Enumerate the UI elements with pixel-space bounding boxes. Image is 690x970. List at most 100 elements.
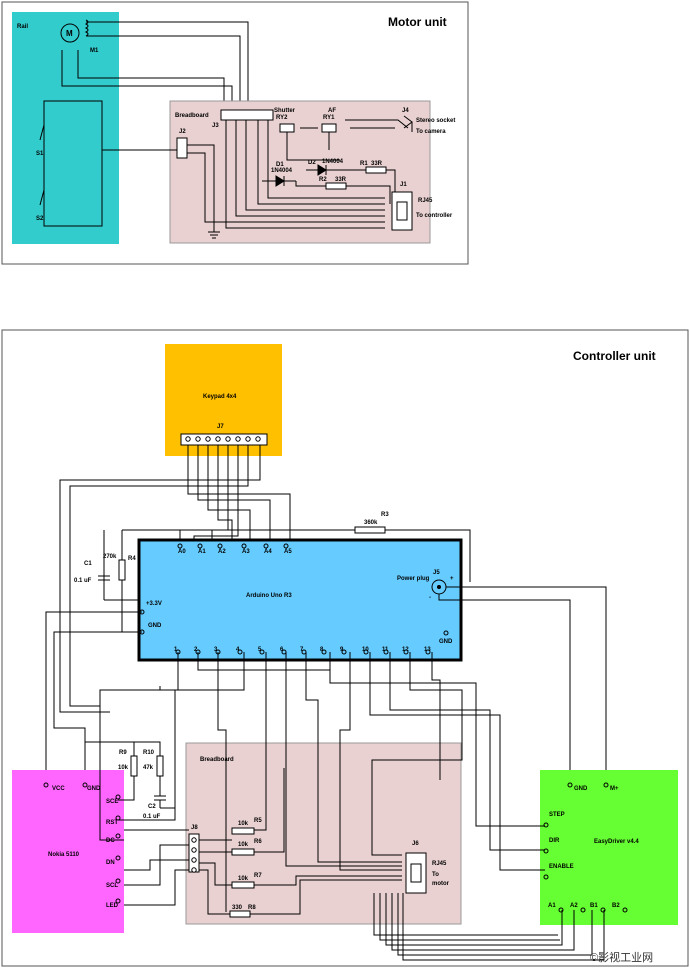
- analog-pin-a4: [263, 543, 269, 549]
- ground-symbol: [208, 231, 220, 239]
- easydriver-label: EasyDriver v4.4: [594, 839, 639, 845]
- digital-pin-11: [383, 649, 389, 655]
- j3-wire-4: [257, 120, 385, 205]
- j5-jack-center: [437, 585, 441, 589]
- arduino-gnd-right-label: GND: [439, 639, 453, 645]
- j7-label: J7: [217, 424, 224, 430]
- nokia-pin-label-led: LED: [106, 903, 119, 909]
- digital-pin-13: [425, 649, 431, 655]
- r4-resistor: [118, 559, 126, 581]
- j5-plus: +: [450, 576, 454, 582]
- motor-symbol-letter: M: [66, 29, 73, 38]
- cu-breadboard-label: Breadboard: [200, 757, 234, 763]
- r1-resistor: [365, 166, 387, 174]
- arduino-gnd-right-pin: [443, 630, 449, 636]
- j6-label: J6: [412, 841, 419, 847]
- d2-symbol: [306, 164, 345, 176]
- motor-coil: [84, 19, 89, 37]
- c1-capacitor: [98, 575, 110, 581]
- r7-resistor: [231, 881, 255, 889]
- r1-value: 33R: [371, 161, 383, 167]
- switch-s2: [39, 189, 45, 206]
- analog-pin-a2: [217, 543, 223, 549]
- j6-rj45-label: RJ45: [432, 861, 447, 867]
- nokia-pin-label-scl: SCL: [106, 883, 118, 889]
- digital-pin-8: [321, 649, 327, 655]
- r6-value: 10k: [238, 842, 249, 848]
- j8-label: J8: [191, 825, 198, 831]
- j3-wire-5: [267, 120, 385, 199]
- shutter-label: Shutter: [274, 108, 296, 114]
- r4-label: R4: [128, 556, 136, 562]
- arduino-board: [137, 538, 463, 662]
- r1-label: R1: [360, 161, 368, 167]
- mu-breadboard: [169, 100, 431, 244]
- switch-s1-label: S1: [36, 151, 44, 157]
- power-plug-label: Power plug: [397, 576, 430, 582]
- r8-label: R8: [248, 905, 256, 911]
- j6-rj45-inner: [410, 863, 422, 883]
- af-label: AF: [328, 108, 336, 114]
- nokia-pin-gnd: [82, 782, 88, 788]
- watermark: ©影视工业网: [590, 950, 653, 964]
- j7-pin: [225, 436, 231, 442]
- arduino-gnd-left-label: GND: [148, 623, 162, 629]
- j2-wire-2: [187, 152, 385, 223]
- j1-label: J1: [400, 182, 407, 188]
- digital-pin-12: [403, 649, 409, 655]
- j2-connector: [176, 137, 188, 159]
- r4-value: 270k: [103, 554, 117, 560]
- ed-pin-label-a1: A1: [548, 903, 556, 909]
- r5-label: R5: [254, 818, 262, 824]
- analog-pin-label-a0: A0: [178, 549, 186, 555]
- ed-pin-label-dir: DIR: [549, 838, 560, 844]
- nokia-pin-label-gnd: GND: [87, 786, 101, 792]
- switch-s2-label: S2: [36, 216, 44, 222]
- j8-pin: [191, 847, 197, 853]
- stereo-socket-label: Stereo socket: [416, 118, 455, 124]
- j7-pin: [195, 436, 201, 442]
- analog-pin-a3: [241, 543, 247, 549]
- keypad-label: Keypad 4x4: [203, 394, 237, 400]
- nokia-pin-label-vcc: VCC: [52, 786, 65, 792]
- r10-label: R10: [143, 750, 155, 756]
- r2-value: 33R: [335, 177, 347, 183]
- motor-unit: Motor unit Rail M M1 S1 S2 Breadboard J2: [1, 1, 469, 265]
- j3-label: J3: [212, 123, 219, 129]
- ed-pin-label-b1: B1: [590, 903, 598, 909]
- digital-pin-7: [301, 649, 307, 655]
- analog-pin-label-a1: A1: [198, 549, 206, 555]
- digital-pin-label-9: 9: [340, 647, 344, 653]
- analog-pin-a5: [283, 543, 289, 549]
- ed-pin-b2: [622, 907, 628, 913]
- j3-connector: [220, 109, 274, 121]
- r10-value: 47k: [143, 765, 154, 771]
- analog-pin-label-a3: A3: [242, 549, 250, 555]
- digital-pin-label-4: 4: [236, 647, 240, 653]
- nokia-pin-label-sce: SCE: [106, 799, 118, 805]
- rail-label: Rail: [17, 24, 28, 30]
- c2-label: C2: [148, 804, 156, 810]
- switch-s1: [39, 124, 45, 141]
- nokia-pin-label-dn: DN: [106, 860, 115, 866]
- r2-resistor: [325, 182, 347, 190]
- ed-pin-mplus: [603, 782, 609, 788]
- nokia-pin-label-rst: RST: [106, 820, 118, 826]
- ry2-coil: [279, 123, 295, 133]
- nokia-pin-label-dc: DC: [106, 838, 115, 844]
- vcc-rail: [45, 611, 142, 785]
- ed-pin-enable: [543, 874, 549, 880]
- easydriver-block: [540, 770, 678, 925]
- j5-label: J5: [433, 570, 440, 576]
- r3-resistor: [354, 526, 386, 534]
- analog-pin-label-a2: A2: [218, 549, 226, 555]
- ry1-coil: [321, 123, 337, 133]
- d2-part: 1N4004: [322, 159, 344, 165]
- motor-symbol: [60, 23, 80, 43]
- nokia-pin-led: [115, 898, 121, 904]
- digital-pin-5: [259, 649, 265, 655]
- switch-loop: [43, 100, 103, 227]
- ed-pin-a2: [580, 907, 586, 913]
- to-camera-label: To camera: [416, 129, 446, 135]
